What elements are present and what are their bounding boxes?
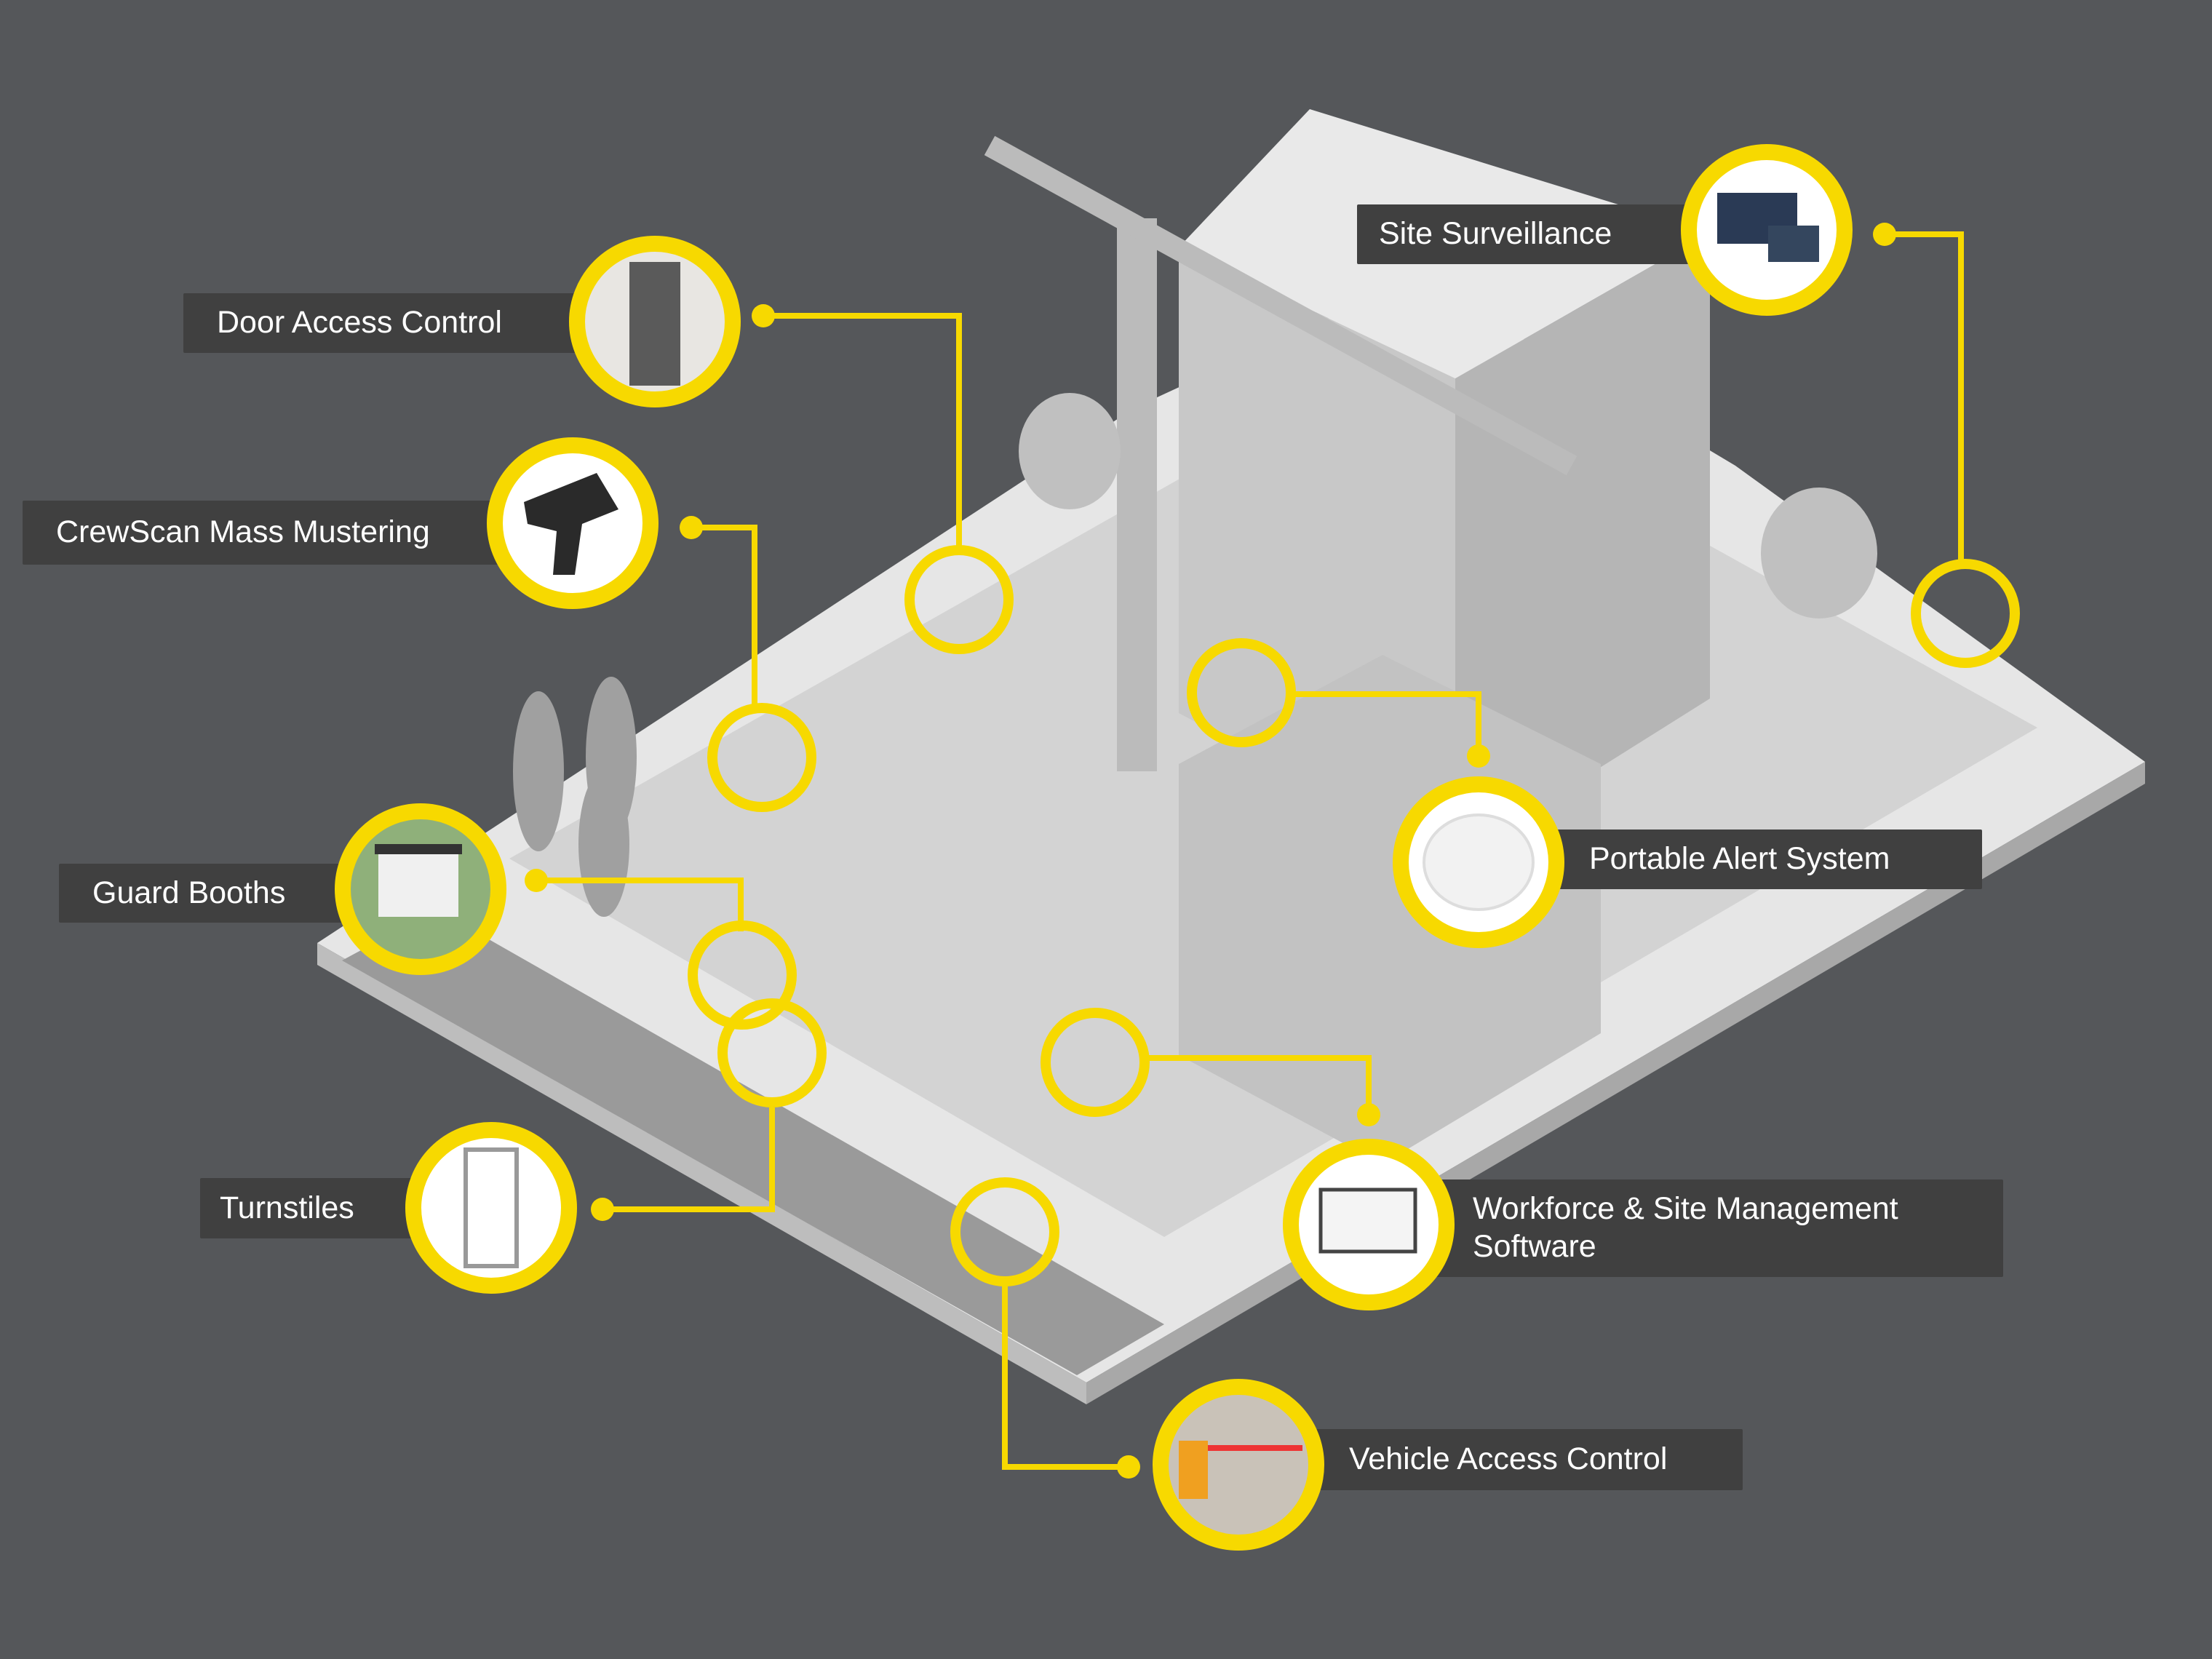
tree — [513, 691, 564, 851]
platform-side — [317, 943, 1086, 1404]
label-turnstiles: Turnstiles — [200, 1178, 433, 1238]
label-text: Door Access Control — [217, 305, 502, 341]
label-guard-booths: Guard Booths — [59, 864, 372, 923]
connector-door-access — [763, 313, 962, 550]
connector-turnstiles — [602, 1107, 775, 1212]
label-workforce-software: Workforce & Site Management Software — [1412, 1179, 2003, 1277]
connector-dots — [525, 223, 1896, 1479]
label-site-surveillance: Site Surveillance — [1357, 204, 1706, 264]
connector-crewscan — [691, 525, 757, 706]
hotspot-turnstiles — [717, 998, 827, 1107]
label-text: Workforce & Site Management Software — [1473, 1191, 1898, 1264]
connector-lines — [536, 231, 1964, 1470]
label-text: CrewScan Mass Mustering — [56, 514, 430, 550]
barrier-gate-icon — [1153, 1379, 1324, 1551]
label-text: Portable Alert System — [1589, 841, 1890, 877]
connector-surveillance — [1885, 231, 1964, 565]
turnstile-icon — [405, 1122, 577, 1294]
label-vehicle-access-control: Vehicle Access Control — [1281, 1429, 1743, 1490]
connector-vehicle — [1002, 1281, 1129, 1470]
hotspot-guard-booths — [688, 920, 797, 1030]
hotspot-workforce — [1041, 1008, 1150, 1117]
label-door-access-control: Door Access Control — [183, 293, 591, 353]
label-text: Turnstiles — [220, 1190, 354, 1225]
connector-workforce — [1145, 1055, 1372, 1115]
hotspot-door-access — [904, 545, 1014, 654]
connector-guard-booths — [536, 878, 744, 931]
hotspot-crewscan — [707, 703, 816, 812]
label-crewscan: CrewScan Mass Mustering — [23, 501, 503, 565]
tree — [1019, 393, 1121, 509]
tree — [1761, 488, 1877, 618]
hotspot-alert — [1187, 638, 1296, 747]
connector-alert — [1295, 691, 1481, 756]
label-text: Vehicle Access Control — [1349, 1441, 1668, 1477]
crane-mast — [1117, 218, 1157, 771]
label-portable-alert-system: Portable Alert System — [1513, 830, 1982, 889]
hotspot-vehicle — [950, 1177, 1059, 1286]
crane-jib — [984, 135, 1578, 476]
tower-building-right — [1455, 233, 1710, 859]
label-text: Guard Booths — [92, 875, 286, 910]
hotspot-surveillance — [1911, 559, 2020, 668]
label-text: Site Surveillance — [1379, 216, 1612, 252]
hotspots — [688, 545, 2020, 1286]
